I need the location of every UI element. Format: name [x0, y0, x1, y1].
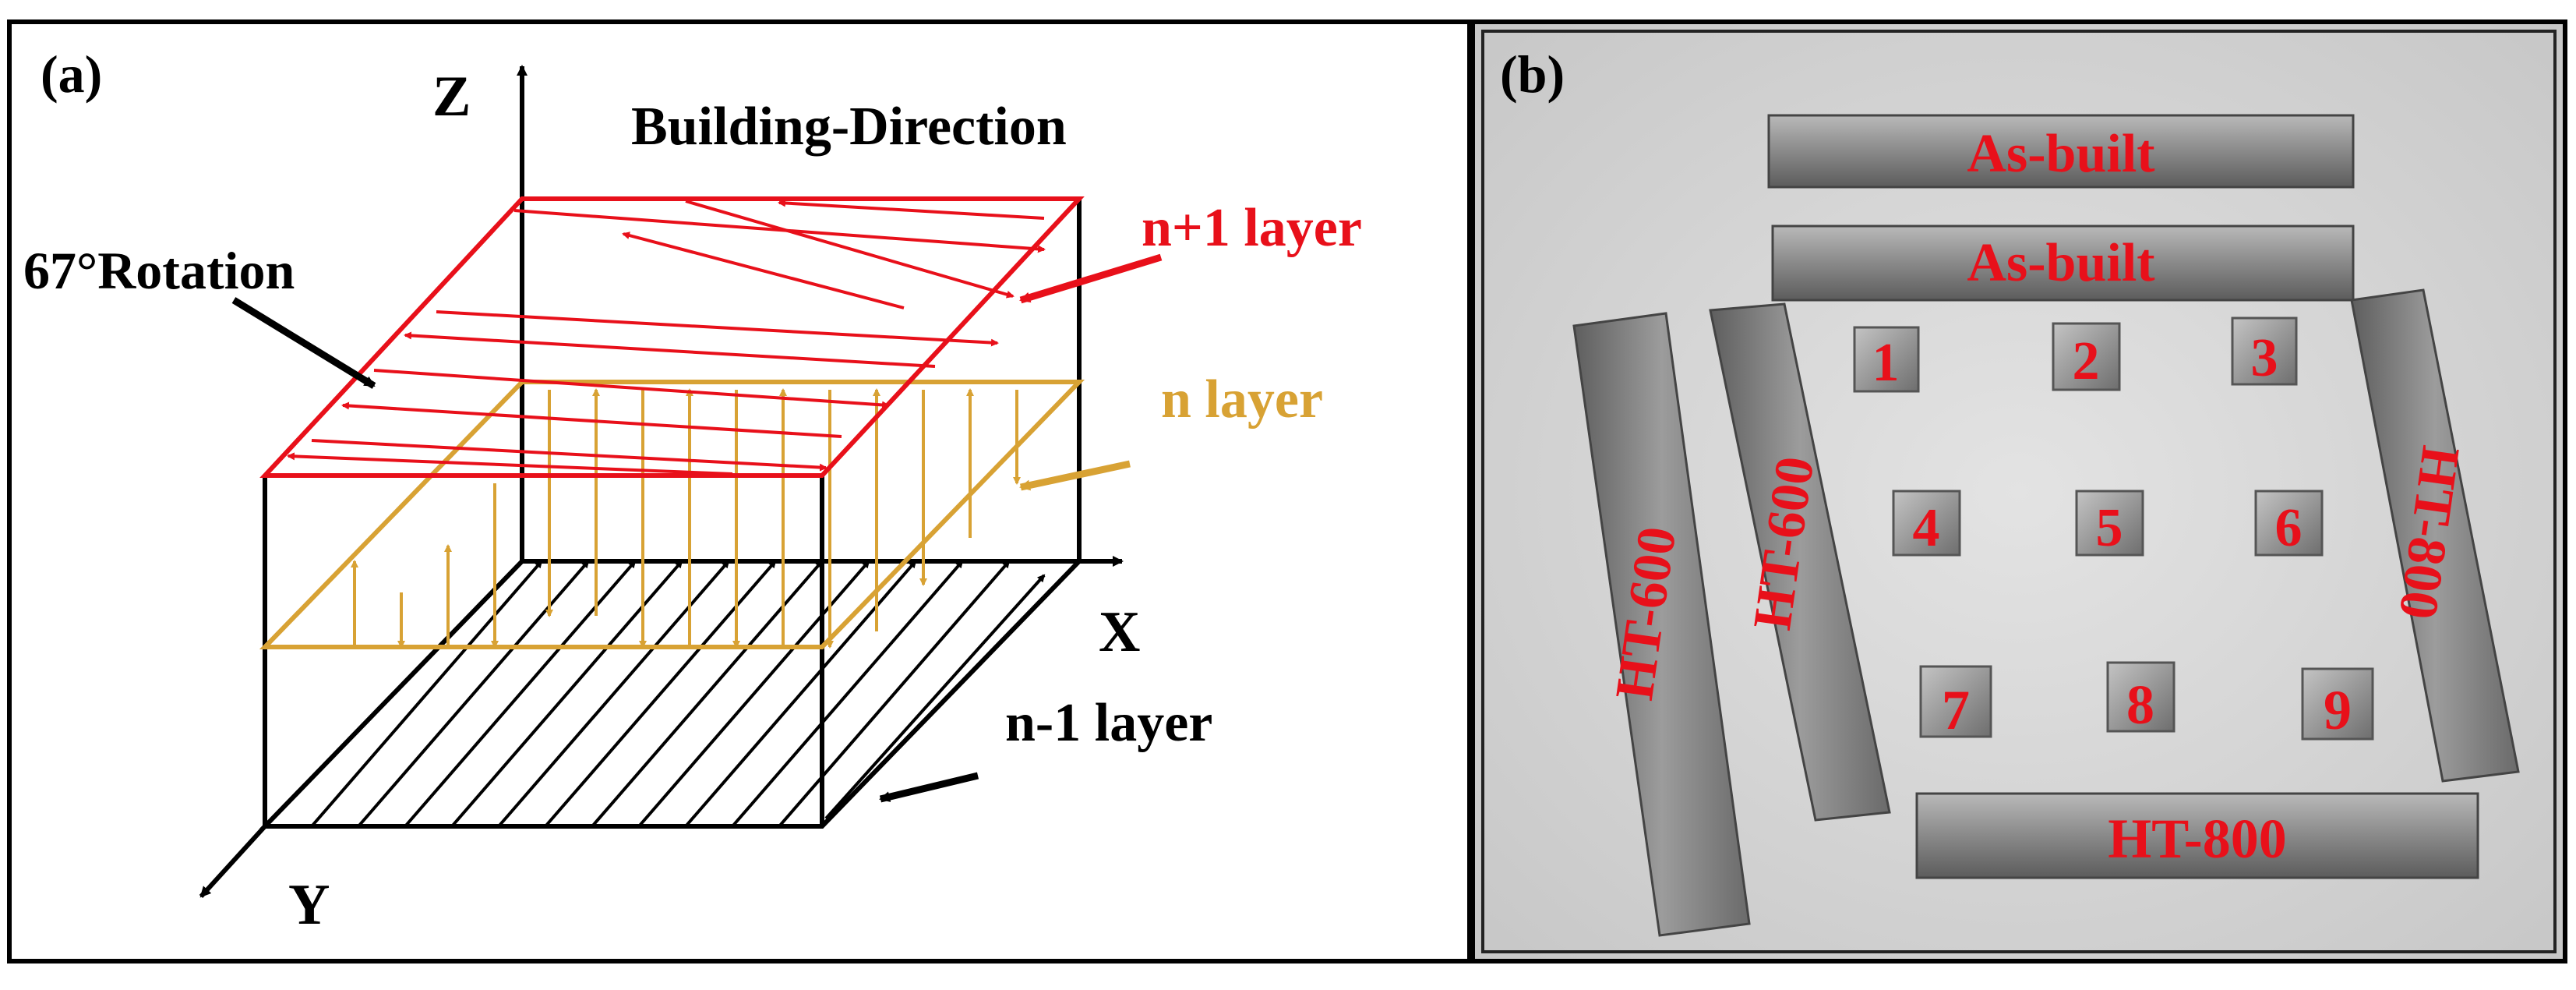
mid-layer-label: n layer	[1161, 369, 1323, 430]
ht800-bottom-label: HT-800	[2108, 808, 2286, 870]
rotation-arrow	[231, 297, 376, 389]
cube-5	[2075, 490, 2144, 557]
panel-b-inner-frame	[1481, 30, 2557, 953]
cube-label-2: 2	[2073, 331, 2100, 391]
cube-label-3: 3	[2251, 328, 2278, 388]
cube-labels: 1 2 3 4 5 6 7 8 9	[1872, 328, 2352, 741]
mid-layer-outline	[259, 380, 1085, 649]
panel-b-tag: (b)	[1500, 44, 1565, 104]
as-built-bar-2	[1771, 225, 2355, 302]
cube-3	[2231, 316, 2298, 386]
top-layer-label: n+1 layer	[1142, 198, 1362, 258]
cube-2	[2052, 322, 2121, 391]
bottom-layer-label: n-1 layer	[1005, 693, 1212, 753]
y-axis	[199, 824, 267, 899]
axis-x-label: X	[1099, 600, 1140, 664]
cube-label-7: 7	[1942, 679, 1970, 741]
cube-7	[1919, 665, 1992, 738]
bottom-layer-arrow	[879, 772, 979, 803]
as-built-bar-1	[1767, 114, 2355, 189]
top-layer-outline	[259, 196, 1085, 478]
cube-1	[1853, 326, 1920, 393]
top-layer-hatch	[287, 199, 1046, 476]
cube-6	[2254, 490, 2324, 557]
cube-label-5: 5	[2096, 498, 2123, 558]
panel-a-tag: (a)	[41, 44, 102, 104]
building-direction-label: Building-Direction	[631, 97, 1067, 157]
cube-label-6: 6	[2275, 498, 2303, 558]
ht800-bottom-bar	[1915, 792, 2479, 879]
panel-a-frame	[7, 19, 1472, 963]
cube-label-4: 4	[1913, 498, 1940, 558]
cube-8	[2106, 661, 2175, 733]
ht800-right-bar	[2350, 288, 2520, 783]
axis-z-label: Z	[432, 65, 471, 129]
mid-layer-arrow	[1019, 460, 1131, 491]
cube-4	[1892, 490, 1961, 557]
panel-a: (a) Z X Y Building-Direction 67°Rotation…	[7, 19, 1472, 963]
as-built-label-2: As-built	[1967, 233, 2154, 293]
axis-y-label: Y	[288, 873, 330, 937]
ht600-bar-2	[1709, 302, 1891, 822]
cubes	[1853, 316, 2374, 741]
cube-label-1: 1	[1872, 333, 1900, 393]
as-built-label-1: As-built	[1967, 124, 2154, 184]
ht600-bar-1	[1572, 312, 1751, 937]
panel-b: (b) As-built As-built HT-800 HT-600 HT-6…	[1470, 19, 2567, 963]
cube-label-9: 9	[2324, 679, 2352, 741]
top-layer-arrow	[1019, 253, 1163, 304]
rotation-label: 67°Rotation	[23, 241, 295, 300]
cube-9	[2301, 667, 2374, 741]
axes	[199, 65, 1124, 899]
cube-label-8: 8	[2126, 674, 2154, 736]
